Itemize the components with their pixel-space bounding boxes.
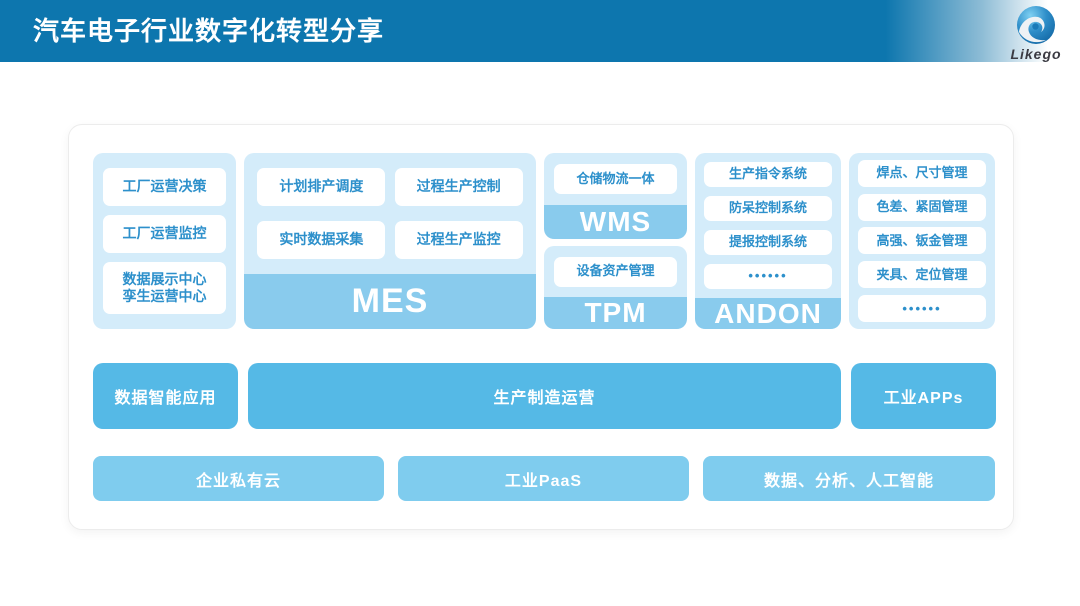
panel-wms: 仓储物流一体 WMS [544,153,687,239]
andon-band-label: ANDON [695,298,841,329]
box-mistake-proofing-system: 防呆控制系统 [704,196,832,221]
mes-band-label: MES [244,274,536,329]
box-data-display-twin-center: 数据展示中心 孪生运营中心 [103,262,226,314]
panel-quality-body: 焊点、尺寸管理 色差、紧固管理 高强、钣金管理 夹具、定位管理 •••••• [849,153,995,329]
box-factory-monitoring: 工厂运营监控 [103,215,226,253]
box-andon-ellipsis: •••••• [704,264,832,289]
panel-tpm-body: 设备资产管理 [544,246,687,297]
bar-industrial-apps: 工业APPs [851,363,996,429]
panel-andon-body: 生产指令系统 防呆控制系统 提报控制系统 •••••• [695,153,841,298]
box-report-control-system: 提报控制系统 [704,230,832,255]
panel-quality-management: 焊点、尺寸管理 色差、紧固管理 高强、钣金管理 夹具、定位管理 •••••• [849,153,995,329]
panel-factory-body: 工厂运营决策 工厂运营监控 数据展示中心 孪生运营中心 [93,153,236,329]
panel-wms-body: 仓储物流一体 [544,153,687,205]
bar-data-analytics-ai: 数据、分析、人工智能 [703,456,995,501]
panel-andon: 生产指令系统 防呆控制系统 提报控制系统 •••••• ANDON [695,153,841,329]
box-factory-decision: 工厂运营决策 [103,168,226,206]
panel-mes-body: 计划排产调度 过程生产控制 实时数据采集 过程生产监控 [244,153,536,274]
bar-data-intelligence-apps: 数据智能应用 [93,363,238,429]
box-weld-dimension-management: 焊点、尺寸管理 [858,159,986,187]
box-process-control: 过程生产控制 [394,168,523,206]
bar-enterprise-private-cloud: 企业私有云 [93,456,384,501]
box-fixture-positioning-management: 夹具、定位管理 [858,261,986,289]
box-quality-ellipsis: •••••• [858,295,986,323]
box-data-display-line1: 数据展示中心 [122,270,207,287]
box-warehouse-logistics: 仓储物流一体 [554,164,677,194]
panel-tpm: 设备资产管理 TPM [544,246,687,329]
box-realtime-data-collection: 实时数据采集 [257,221,386,259]
header-bar: 汽车电子行业数字化转型分享 [0,0,1080,62]
box-equipment-asset-management: 设备资产管理 [554,256,677,287]
architecture-card: 工厂运营决策 工厂运营监控 数据展示中心 孪生运营中心 计划排产调度 过程生产控… [68,124,1014,530]
likego-logo-text: Likego [1010,46,1062,62]
panel-mes: 计划排产调度 过程生产控制 实时数据采集 过程生产监控 MES [244,153,536,329]
tpm-band-label: TPM [544,297,687,329]
page-title: 汽车电子行业数字化转型分享 [33,16,385,46]
box-color-fastening-management: 色差、紧固管理 [858,193,986,221]
panel-factory-operations: 工厂运营决策 工厂运营监控 数据展示中心 孪生运营中心 [93,153,236,329]
likego-logo: Likego [1004,5,1068,62]
box-production-command-system: 生产指令系统 [704,162,832,187]
bar-production-manufacturing-operations: 生产制造运营 [248,363,841,429]
wms-band-label: WMS [544,205,687,239]
box-plan-scheduling: 计划排产调度 [257,168,386,206]
box-twin-center-line2: 孪生运营中心 [122,288,207,304]
likego-sphere-icon [1017,6,1055,44]
box-process-monitoring: 过程生产监控 [394,221,523,259]
bar-industrial-paas: 工业PaaS [398,456,689,501]
box-highstrength-sheetmetal-management: 高强、钣金管理 [858,227,986,255]
